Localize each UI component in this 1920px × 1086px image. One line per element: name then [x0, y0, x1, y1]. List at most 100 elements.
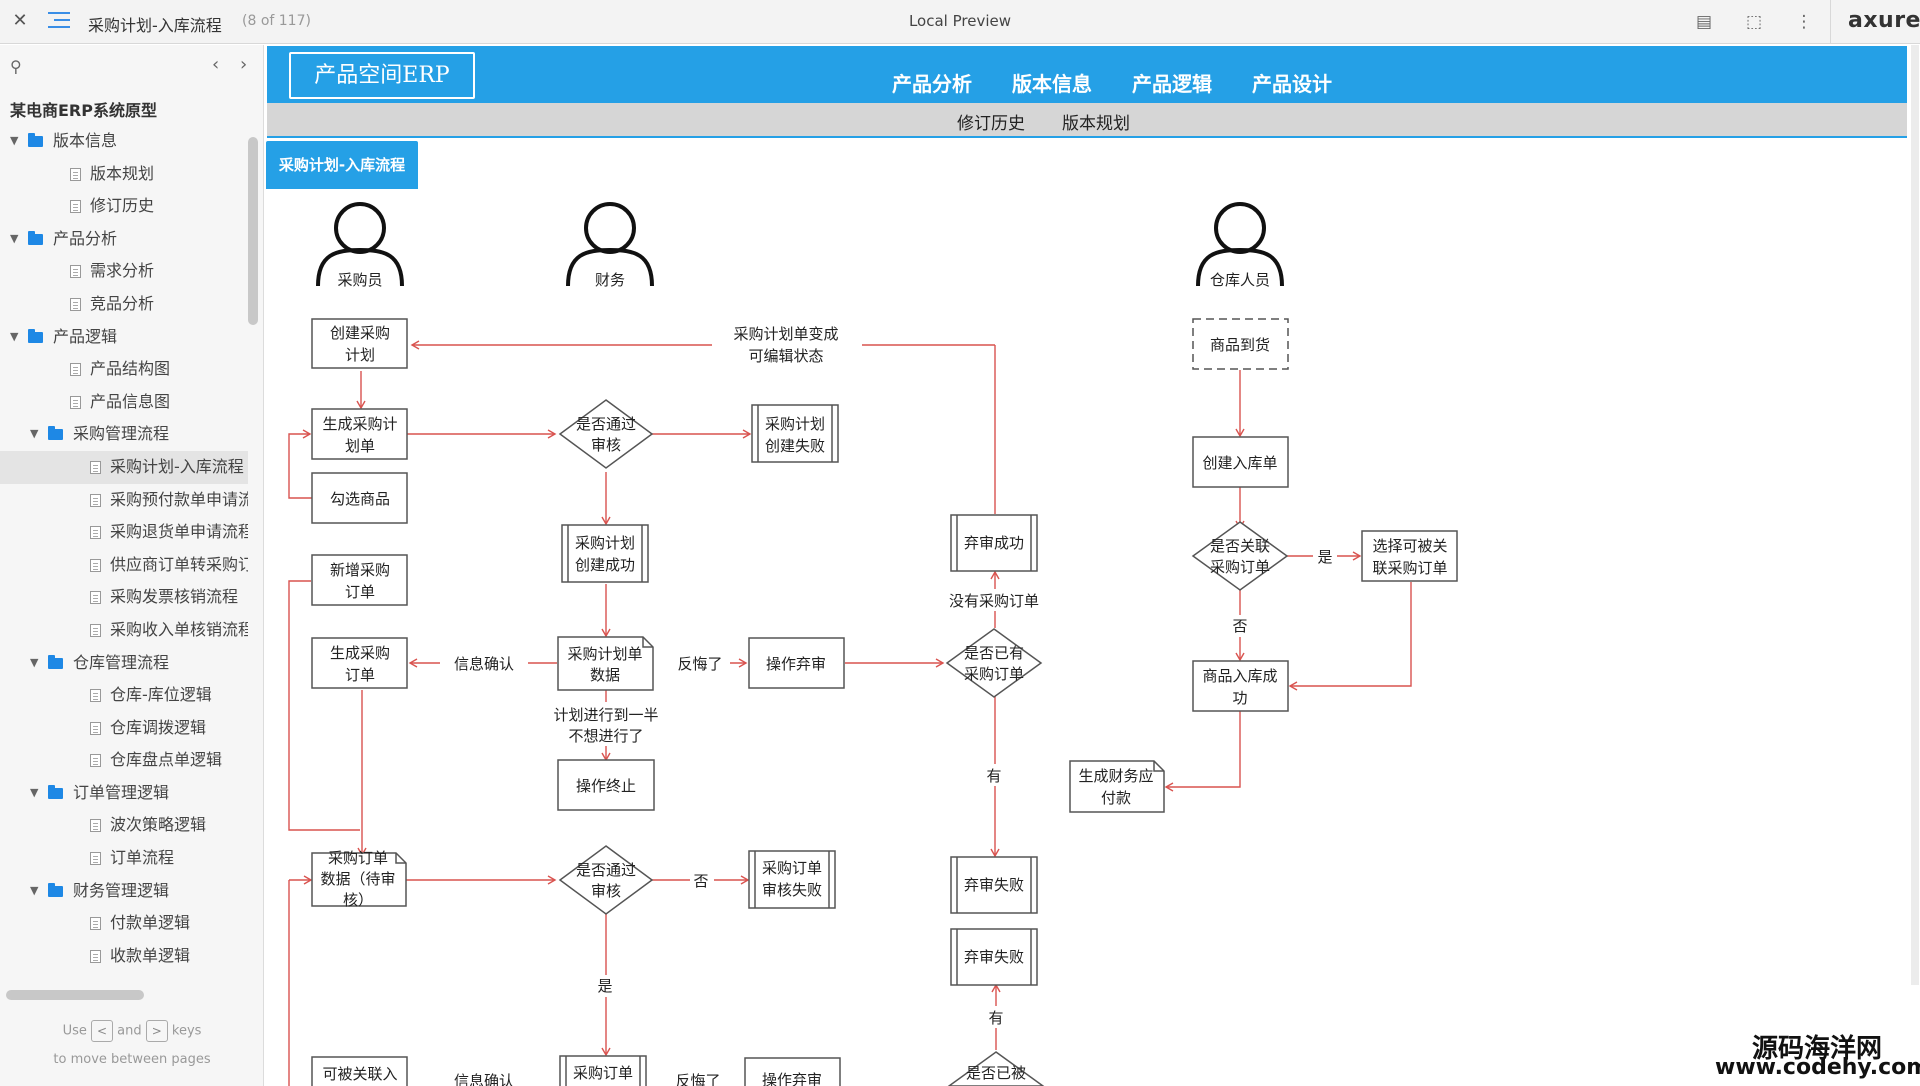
sitemap-page[interactable]: 波次策略逻辑 — [0, 809, 248, 842]
menu-icon[interactable] — [48, 12, 70, 30]
more-options-icon[interactable]: ⋮ — [1795, 12, 1813, 32]
canvas-scrollbar[interactable] — [1911, 45, 1919, 985]
svg-text:采购订单: 采购订单 — [573, 1064, 633, 1082]
sitemap-page[interactable]: 修订历史 — [0, 190, 248, 223]
sitemap-item-label: 采购发票核销流程 — [110, 587, 239, 607]
sitemap-folder[interactable]: ▼财务管理逻辑 — [0, 875, 248, 908]
sitemap-page[interactable]: 需求分析 — [0, 255, 248, 288]
nav-product-design[interactable]: 产品设计 — [1252, 72, 1332, 96]
svg-text:计划: 计划 — [345, 346, 375, 364]
chevron-down-icon[interactable]: ▼ — [30, 883, 39, 897]
sitemap-page[interactable]: 版本规划 — [0, 158, 248, 191]
svg-text:是否已有: 是否已有 — [964, 644, 1024, 662]
svg-text:是否关联: 是否关联 — [1210, 537, 1270, 555]
page-icon — [90, 721, 101, 735]
svg-text:功: 功 — [1232, 689, 1247, 707]
notes-icon[interactable]: ▤ — [1695, 12, 1713, 32]
node-op-abandon: 操作弃审 — [748, 637, 845, 689]
page-icon — [70, 395, 81, 409]
folder-icon — [48, 426, 63, 441]
node-audit-plan: 是否通过 审核 — [558, 399, 654, 469]
sitemap-page[interactable]: 付款单逻辑 — [0, 907, 248, 940]
subnav-version-plan[interactable]: 版本规划 — [1062, 114, 1130, 134]
sitemap-page[interactable]: 仓库-库位逻辑 — [0, 679, 248, 712]
svg-text:仓库人员: 仓库人员 — [1210, 271, 1270, 289]
sitemap-folder[interactable]: ▼ 产品分析 — [0, 223, 248, 256]
page-icon — [70, 363, 81, 377]
node-audit-order: 是否通过 审核 — [558, 845, 654, 915]
sitemap-page[interactable]: 采购收入单核销流程 — [0, 614, 248, 647]
svg-text:生成采购: 生成采购 — [330, 644, 390, 662]
subnav-revision-history[interactable]: 修订历史 — [957, 114, 1025, 134]
node-order-data-pending: 采购订单 数据（待审 核） — [311, 849, 407, 909]
svg-text:操作弃审: 操作弃审 — [762, 1071, 822, 1086]
prev-key-icon: < — [91, 1020, 113, 1042]
search-icon[interactable]: ⚲ — [10, 57, 22, 76]
sitemap-page[interactable]: 采购发票核销流程 — [0, 581, 248, 614]
svg-text:可被关联入: 可被关联入 — [322, 1065, 397, 1083]
svg-text:操作终止: 操作终止 — [576, 777, 636, 795]
erp-logo[interactable]: 产品空间ERP — [289, 52, 475, 99]
chevron-down-icon[interactable]: ▼ — [10, 134, 19, 147]
chevron-down-icon[interactable]: ▼ — [30, 785, 39, 799]
svg-text:采购员: 采购员 — [337, 271, 382, 289]
actor-finance: 财务 — [566, 202, 654, 289]
folder-icon — [28, 133, 43, 147]
sidebar-scrollbar[interactable] — [248, 137, 258, 325]
sitemap-folder[interactable]: ▼产品逻辑 — [0, 321, 248, 354]
next-key-icon: > — [145, 1020, 168, 1042]
sitemap-item-label: 波次策略逻辑 — [110, 815, 207, 835]
chevron-down-icon[interactable]: ▼ — [10, 329, 19, 343]
axure-logo: axure — [1848, 8, 1920, 33]
sitemap-folder[interactable]: ▼订单管理逻辑 — [0, 777, 248, 810]
nav-product-analysis[interactable]: 产品分析 — [892, 72, 972, 96]
sitemap-page[interactable]: 仓库调拨逻辑 — [0, 712, 248, 745]
label-halfway-1: 计划进行到一半 — [553, 706, 658, 724]
next-page-icon[interactable]: › — [240, 54, 248, 75]
sidebar-horizontal-scrollbar[interactable] — [6, 990, 144, 1000]
nav-product-logic[interactable]: 产品逻辑 — [1132, 72, 1212, 96]
sitemap-page[interactable]: 产品结构图 — [0, 353, 248, 386]
adaptive-view-icon[interactable]: ⬚ — [1745, 12, 1763, 32]
sitemap-page[interactable]: 仓库盘点单逻辑 — [0, 744, 248, 777]
node-plan-data: 采购计划单 数据 — [557, 636, 654, 691]
sitemap-page[interactable]: 采购计划-入库流程 — [0, 450, 248, 484]
svg-text:创建成功: 创建成功 — [575, 556, 635, 574]
sitemap-page[interactable]: 采购退货单申请流程 — [0, 516, 248, 549]
sitemap-item-label: 采购收入单核销流程 — [110, 619, 248, 639]
svg-text:选择可被关: 选择可被关 — [1372, 537, 1447, 555]
page-icon — [70, 167, 81, 181]
sitemap-item-label: 修订历史 — [90, 196, 155, 216]
node-is-linked: 是否关联 采购订单 — [1191, 521, 1289, 591]
svg-text:弃审成功: 弃审成功 — [964, 534, 1024, 552]
page-icon — [90, 852, 101, 866]
sitemap-tree: ▼版本信息版本规划修订历史 ▼ 产品分析需求分析竞品分析▼产品逻辑产品结构图产品信息… — [0, 125, 248, 972]
svg-text:采购计划: 采购计划 — [575, 534, 635, 552]
node-plan-create-ok: 采购计划 创建成功 — [561, 524, 649, 583]
page-title: 采购计划-入库流程 — [88, 16, 222, 35]
chevron-down-icon[interactable]: ▼ — [30, 427, 39, 441]
sitemap-page[interactable]: 竞品分析 — [0, 288, 248, 321]
svg-text:是否已被: 是否已被 — [966, 1064, 1026, 1082]
close-icon[interactable]: ✕ — [12, 10, 28, 31]
svg-text:弃审失败: 弃审失败 — [964, 948, 1024, 966]
sitemap-folder[interactable]: ▼仓库管理流程 — [0, 647, 248, 680]
sitemap-item-label: 产品分析 — [53, 228, 118, 248]
sitemap-page[interactable]: 供应商订单转采购订 — [0, 549, 248, 582]
sitemap-folder[interactable]: ▼版本信息 — [0, 125, 248, 158]
chevron-down-icon[interactable]: ▼ — [10, 231, 19, 245]
sitemap-page[interactable]: 采购预付款单申请流 — [0, 484, 248, 517]
prev-page-icon[interactable]: ‹ — [212, 54, 220, 75]
svg-text:联采购订单: 联采购订单 — [1372, 559, 1447, 577]
sitemap-page[interactable]: 收款单逻辑 — [0, 940, 248, 973]
chevron-down-icon[interactable]: ▼ — [30, 655, 39, 669]
sitemap-item-label: 订单流程 — [110, 848, 175, 868]
svg-text:新增采购: 新增采购 — [330, 561, 390, 579]
svg-text:订单: 订单 — [345, 583, 375, 601]
node-select-linkable: 选择可被关 联采购订单 — [1361, 530, 1458, 582]
nav-version-info[interactable]: 版本信息 — [1012, 72, 1092, 96]
sitemap-page[interactable]: 产品信息图 — [0, 386, 248, 419]
sitemap-page[interactable]: 订单流程 — [0, 842, 248, 875]
page-icon — [90, 917, 101, 931]
sitemap-folder[interactable]: ▼采购管理流程 — [0, 418, 248, 451]
